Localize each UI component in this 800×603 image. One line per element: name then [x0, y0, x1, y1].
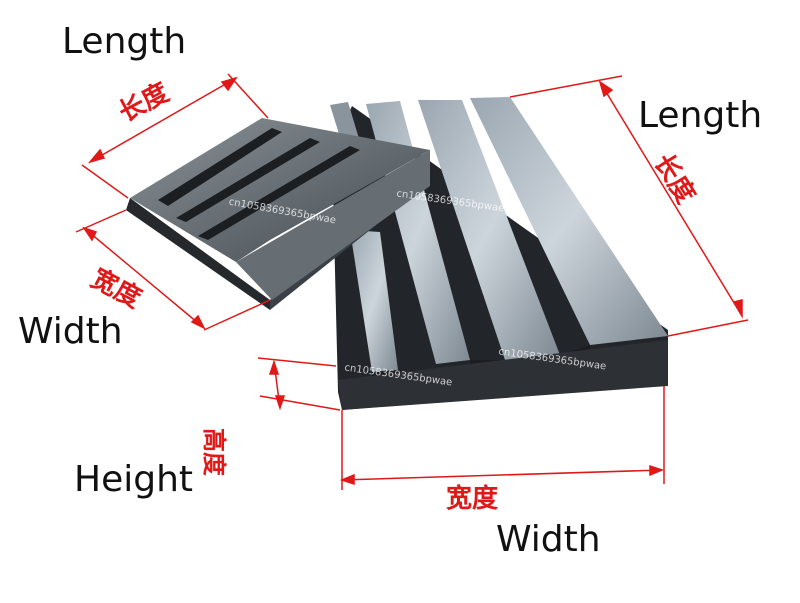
arrow-head: [649, 464, 665, 477]
top-left-length-line: [89, 77, 237, 163]
ext-line: [509, 75, 623, 98]
small-block-front: [126, 198, 270, 310]
rail-3-top: [418, 100, 560, 360]
arrow-head: [598, 80, 614, 98]
small-block-slot-1: [158, 128, 282, 206]
ext-line: [257, 357, 337, 367]
arrow-head: [87, 148, 106, 164]
bottom-width-label: Width: [496, 519, 601, 560]
ext-line: [667, 319, 749, 337]
small-block-slot-2: [176, 138, 320, 222]
top-left-length-label: Length: [62, 21, 187, 62]
arrow-head: [339, 473, 355, 486]
arrow-head: [82, 226, 98, 242]
ext-line: [203, 299, 271, 331]
right-length-label: Length: [638, 95, 763, 136]
left-width-label: Width: [18, 311, 123, 352]
rail-4-top: [470, 97, 668, 345]
left-width-line: [83, 227, 205, 329]
bottom-width-cn-label: 宽度: [446, 484, 499, 514]
right-length-line: [599, 81, 743, 317]
height-cn-label: 高度: [200, 428, 228, 476]
small-block-slot-3: [198, 146, 360, 240]
large-plate-front-face: [338, 340, 668, 410]
height-label: Height: [74, 459, 194, 500]
ext-line: [259, 395, 341, 411]
small-block-face: [236, 150, 430, 300]
arrow-head: [268, 359, 280, 375]
dimension-lines: [75, 73, 749, 490]
ext-line: [75, 209, 127, 233]
arrow-head: [732, 299, 743, 319]
arrow-head: [190, 314, 206, 330]
arrow-head: [220, 76, 238, 92]
bottom-width-line: [341, 469, 663, 481]
ext-line: [227, 73, 269, 119]
ext-line: [81, 164, 129, 199]
small-block: [126, 118, 430, 310]
arrow-head: [274, 395, 286, 411]
rail-1-top: [350, 230, 398, 372]
